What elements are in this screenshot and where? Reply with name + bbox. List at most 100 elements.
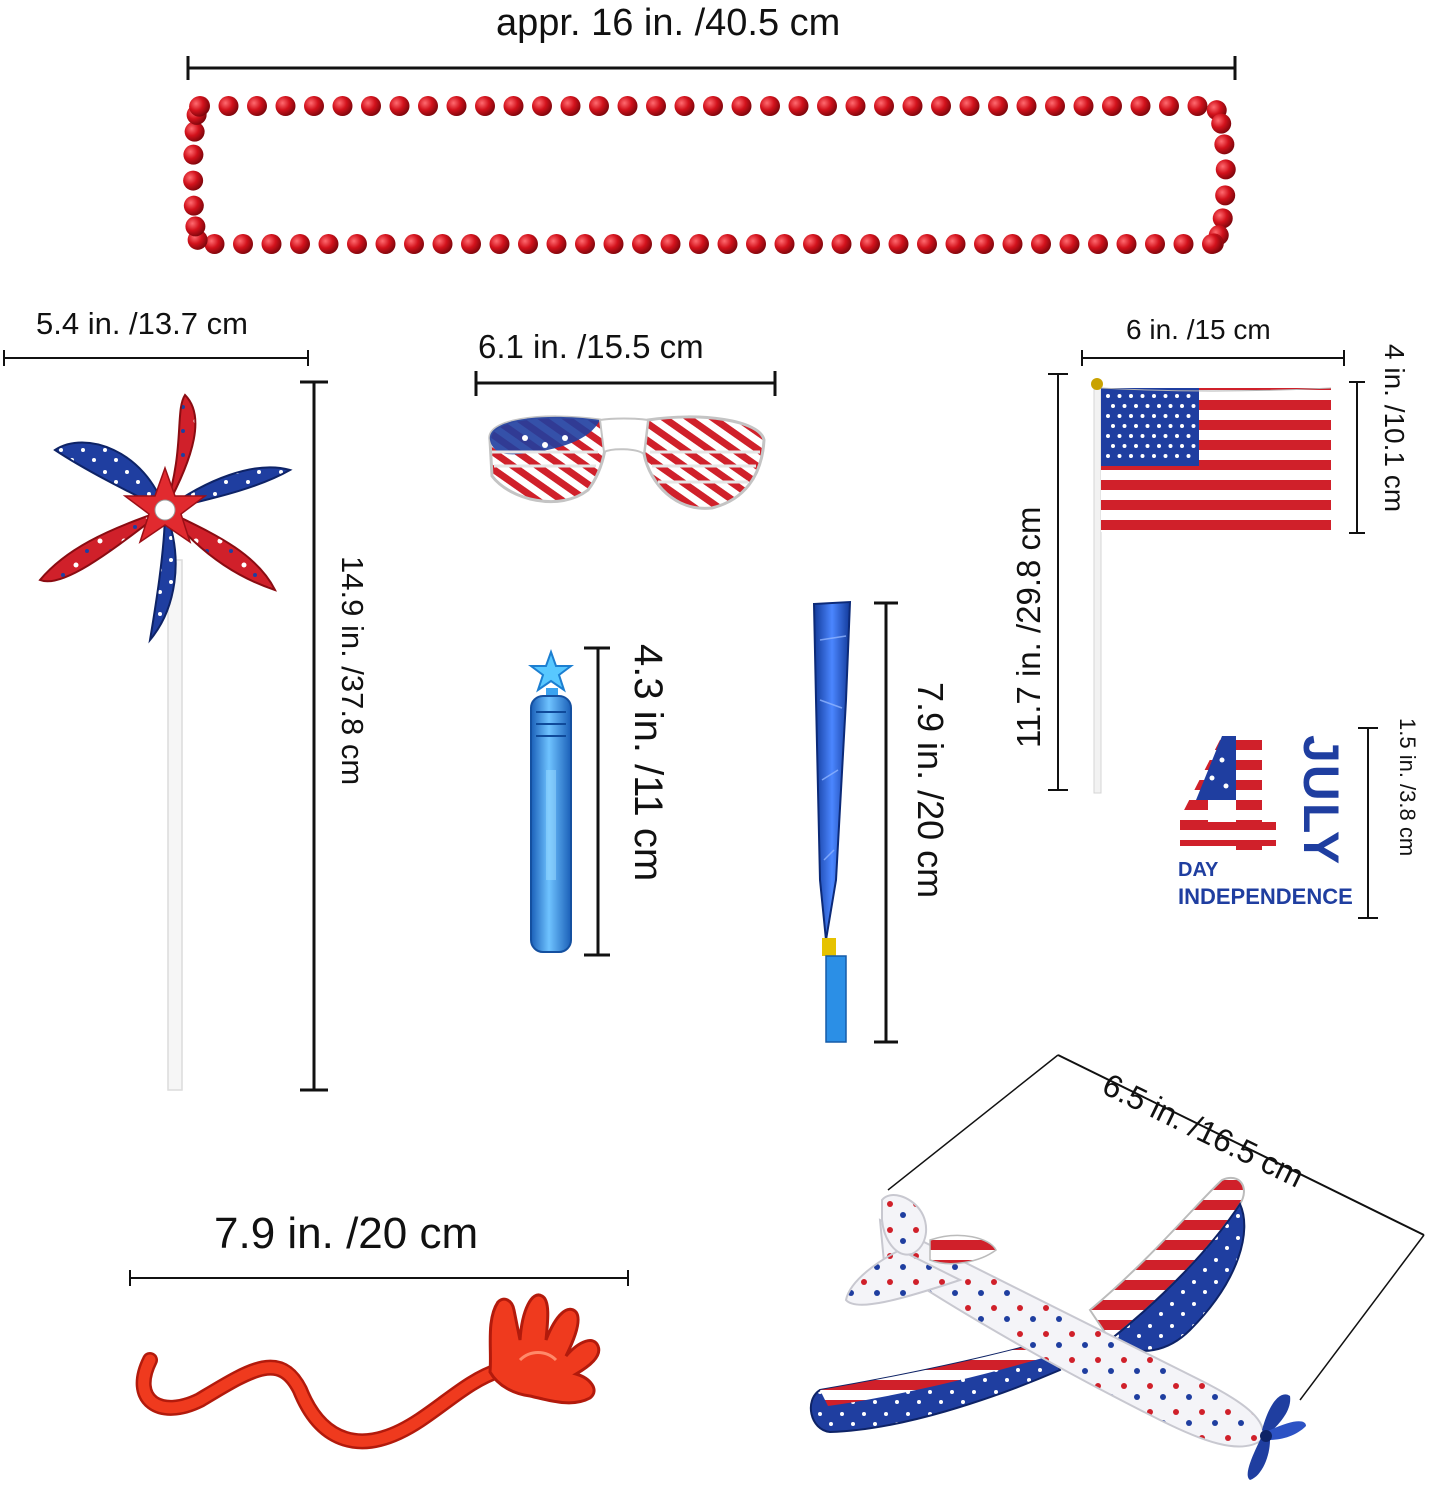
necklace-bead: [185, 216, 206, 237]
necklace-bead: [532, 96, 552, 116]
flag-star: [1106, 414, 1110, 418]
necklace-bead: [888, 234, 909, 254]
necklace-bead: [318, 234, 339, 254]
necklace-bead: [1211, 113, 1232, 134]
necklace-bead: [183, 170, 204, 191]
flag-star: [1163, 414, 1168, 418]
necklace-bead: [703, 96, 723, 116]
necklace-bead: [1073, 96, 1094, 116]
necklace-bead: [546, 234, 567, 254]
necklace-bead: [746, 234, 766, 254]
bubble-wand: [528, 649, 574, 953]
sticker-day-text: DAY: [1178, 859, 1219, 881]
sticker-height-label: 1.5 in. /3.8 cm: [1395, 718, 1420, 857]
flag-width-label: 6 in. /15 cm: [1126, 314, 1271, 345]
necklace-bead: [418, 96, 438, 116]
flag-star: [1186, 434, 1191, 438]
necklace-bead: [184, 121, 205, 142]
foam-glider: [810, 1177, 1306, 1480]
flag-star: [1111, 404, 1115, 408]
necklace-bead: [674, 96, 695, 116]
necklace-bead: [1215, 159, 1236, 180]
necklace-bead: [1214, 134, 1235, 155]
bead-necklace: [183, 96, 1236, 254]
necklace-bead: [290, 234, 310, 254]
flag-star: [1111, 424, 1115, 428]
stick-flag: [1091, 378, 1332, 794]
necklace-bead: [1202, 234, 1222, 254]
flag-star: [1122, 404, 1127, 408]
flag-star: [1191, 444, 1196, 448]
necklace-bead: [974, 234, 994, 254]
flag-star: [1152, 414, 1156, 418]
necklace-bead: [774, 234, 795, 254]
necklace-bead: [489, 234, 510, 254]
necklace-bead: [183, 144, 204, 165]
necklace-bead: [304, 96, 324, 116]
pinwheel-width-label: 5.4 in. /13.7 cm: [36, 306, 248, 341]
necklace-bead: [475, 96, 495, 116]
flag-star: [1111, 444, 1115, 448]
necklace-bead: [845, 96, 866, 116]
necklace-bead: [860, 234, 880, 254]
dimension-lines: [3, 56, 1425, 1401]
necklace-bead: [717, 234, 738, 254]
necklace-bead: [332, 96, 353, 116]
necklace-bead: [760, 96, 780, 116]
bubble-wand-height-label: 4.3 in. /11 cm: [626, 644, 670, 882]
flag-star: [1186, 414, 1191, 418]
necklace-bead: [575, 234, 595, 254]
necklace-bead: [233, 234, 253, 254]
sticky-hand-width-label: 7.9 in. /20 cm: [214, 1209, 479, 1258]
sticker-month-text: JULY: [1293, 735, 1349, 867]
flag-star: [1134, 424, 1138, 428]
flag-star: [1117, 394, 1122, 398]
necklace-bead: [461, 234, 481, 254]
necklace-dimension-label: appr. 16 in. /40.5 cm: [496, 2, 841, 44]
flag-star: [1140, 414, 1145, 418]
necklace-bead: [831, 234, 852, 254]
flag-star: [1186, 394, 1191, 398]
necklace-bead: [660, 234, 681, 254]
flag-star: [1175, 394, 1179, 398]
july-4-sticker: [1180, 736, 1276, 856]
necklace-bead: [1102, 96, 1122, 116]
flag-star: [1145, 444, 1150, 448]
necklace-bead: [646, 96, 666, 116]
flag-star: [1157, 404, 1161, 408]
flag-star: [1163, 434, 1168, 438]
party-blowout: [812, 600, 852, 1043]
necklace-bead: [1059, 234, 1080, 254]
flag-star: [1140, 434, 1145, 438]
necklace-bead: [375, 234, 396, 254]
necklace-bead: [446, 96, 467, 116]
flag-star: [1140, 454, 1145, 458]
necklace-bead: [218, 96, 239, 116]
necklace-bead: [817, 96, 837, 116]
necklace-bead: [874, 96, 894, 116]
sticker-independence-text: INDEPENDENCE: [1178, 884, 1353, 909]
flag-star: [1106, 434, 1110, 438]
necklace-bead: [1002, 234, 1023, 254]
necklace-bead: [560, 96, 581, 116]
flag-star: [1117, 414, 1122, 418]
flag-star: [1129, 394, 1133, 398]
necklace-bead: [1145, 234, 1165, 254]
necklace-bead: [518, 234, 538, 254]
pinwheel-height-label: 14.9 in. /37.8 cm: [335, 556, 370, 786]
flag-star: [1163, 454, 1168, 458]
flag-star: [1168, 424, 1173, 428]
necklace-bead: [1159, 96, 1179, 116]
flag-star: [1106, 394, 1110, 398]
necklace-bead: [902, 96, 923, 116]
flag-star: [1122, 444, 1127, 448]
necklace-bead: [204, 234, 225, 254]
necklace-bead: [1016, 96, 1037, 116]
flag-star: [1191, 404, 1196, 408]
flag-star: [1134, 404, 1138, 408]
flag-star: [1163, 394, 1168, 398]
necklace-bead: [632, 234, 652, 254]
necklace-bead: [1130, 96, 1151, 116]
necklace-bead: [988, 96, 1008, 116]
